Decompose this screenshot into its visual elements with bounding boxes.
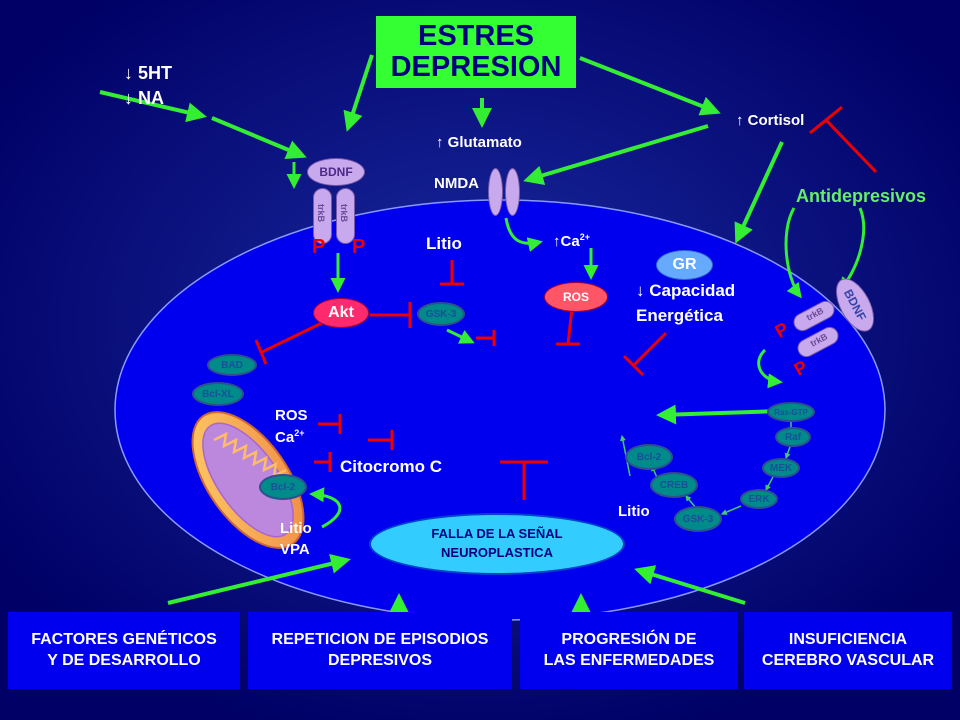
arrow-cortisol-to-nmda xyxy=(523,124,709,186)
trkb-left-b xyxy=(336,188,355,244)
progresion-enfermedades-box: PROGRESIÓN DE LAS ENFERMEDADES xyxy=(520,612,738,689)
nmda-label: NMDA xyxy=(434,175,479,192)
arrow-cortisol-to-gr xyxy=(734,141,784,244)
litio-top-label: Litio xyxy=(426,234,462,253)
arrow-litio-vpa-to-bcl2 xyxy=(309,487,342,529)
insuficiencia-vascular-box: INSUFICIENCIA CEREBRO VASCULAR xyxy=(744,612,952,689)
cortisol-label: ↑ Cortisol xyxy=(736,112,805,129)
stress-label: ESTRES xyxy=(417,19,535,52)
nmda-receptor-b xyxy=(505,168,520,216)
factores-geneticos-box: FACTORES GENÉTICOS Y DE DESARROLLO xyxy=(8,612,240,689)
arrow-stress-to-cortisol xyxy=(579,56,721,116)
mek-molecule: MEK xyxy=(762,458,800,478)
trkb-left-b-label: trkB xyxy=(339,203,350,223)
noradrenaline-label: ↓ NA xyxy=(124,88,164,108)
arrow-antidep-to-trkb xyxy=(784,207,802,299)
insuficiencia-line1: INSUFICIENCIA xyxy=(788,630,908,648)
phospho-left-a: P xyxy=(312,236,326,258)
arrow-trkb-to-ras xyxy=(757,348,783,389)
arrow-stress-to-bdnf xyxy=(343,54,374,132)
serotonin-label: ↓ 5HT xyxy=(124,63,173,83)
repeticion-episodios-box: REPETICION DE EPISODIOS DEPRESIVOS xyxy=(248,612,512,689)
inhibit-antidep-cortisol xyxy=(824,118,878,174)
repeticion-line2: DEPRESIVOS xyxy=(327,651,433,669)
bclxl-molecule: Bcl-XL xyxy=(192,382,244,406)
litio-right-label: Litio xyxy=(618,503,650,520)
insuficiencia-line2: CEREBRO VASCULAR xyxy=(761,651,935,669)
bad-molecule: BAD xyxy=(207,354,257,376)
litio-vpa-line1: Litio xyxy=(280,520,312,537)
raf-molecule: Raf xyxy=(775,427,811,447)
erk-molecule: ERK xyxy=(740,489,778,509)
trkb-left-a xyxy=(313,188,332,244)
phospho-left-b: P xyxy=(352,236,366,258)
citocromo-label: Citocromo C xyxy=(340,457,442,476)
trkb-left-a-label: trkB xyxy=(316,203,327,223)
mitochondrion xyxy=(191,411,305,549)
arrow-nmda-to-calcium xyxy=(504,217,543,252)
stress-depression-box: ESTRES DEPRESION xyxy=(376,16,576,88)
litio-vpa-line2: VPA xyxy=(280,541,310,558)
glutamate-label: ↑ Glutamato xyxy=(436,134,522,151)
calcium-up-label: ↑Ca2+ xyxy=(553,232,590,250)
repeticion-line1: REPETICION DE EPISODIOS xyxy=(271,630,489,648)
bcl2-right-molecule: Bcl-2 xyxy=(625,444,673,470)
falla-line1: FALLA DE LA SEÑAL xyxy=(431,526,563,542)
akt-molecule: Akt xyxy=(313,298,369,328)
arrow-genetic-to-falla xyxy=(167,554,351,605)
gr-molecule: GR xyxy=(656,250,713,280)
bcl2-mito-molecule: Bcl-2 xyxy=(259,474,307,500)
arrow-monoamines-to-bdnf xyxy=(99,90,207,123)
inhibition-lines xyxy=(254,105,878,500)
progresion-line1: PROGRESIÓN DE xyxy=(561,630,697,648)
depression-label: DEPRESION xyxy=(390,51,562,83)
ras-gtp-molecule: Ras-GTP xyxy=(767,402,815,422)
capacidad-label-line1: ↓ Capacidad xyxy=(636,281,736,300)
capacidad-label-line2: Energética xyxy=(636,306,723,325)
arrow-vascular-to-falla xyxy=(634,565,746,605)
factores-line2: Y DE DESARROLLO xyxy=(47,651,201,669)
ca-left-label: Ca2+ xyxy=(275,428,305,446)
gsk3-right-molecule: GSK-3 xyxy=(674,506,722,532)
creb-molecule: CREB xyxy=(650,472,698,498)
falla-neuroplastica: FALLA DE LA SEÑAL NEUROPLASTICA xyxy=(369,513,625,575)
gsk3-mid-molecule: GSK-3 xyxy=(417,302,465,326)
ros-left-label: ROS xyxy=(275,407,308,424)
inhibit-ros xyxy=(566,307,574,345)
factores-line1: FACTORES GENÉTICOS xyxy=(31,630,217,648)
ros-molecule: ROS xyxy=(544,282,608,312)
progresion-line2: LAS ENFERMEDADES xyxy=(543,651,715,669)
antidepresivos-label: Antidepresivos xyxy=(796,186,927,206)
inhibit-capacidad xyxy=(632,331,668,367)
falla-line2: NEUROPLASTICA xyxy=(441,545,553,560)
nmda-receptor-a xyxy=(488,168,503,216)
bdnf-left: BDNF xyxy=(307,158,365,186)
